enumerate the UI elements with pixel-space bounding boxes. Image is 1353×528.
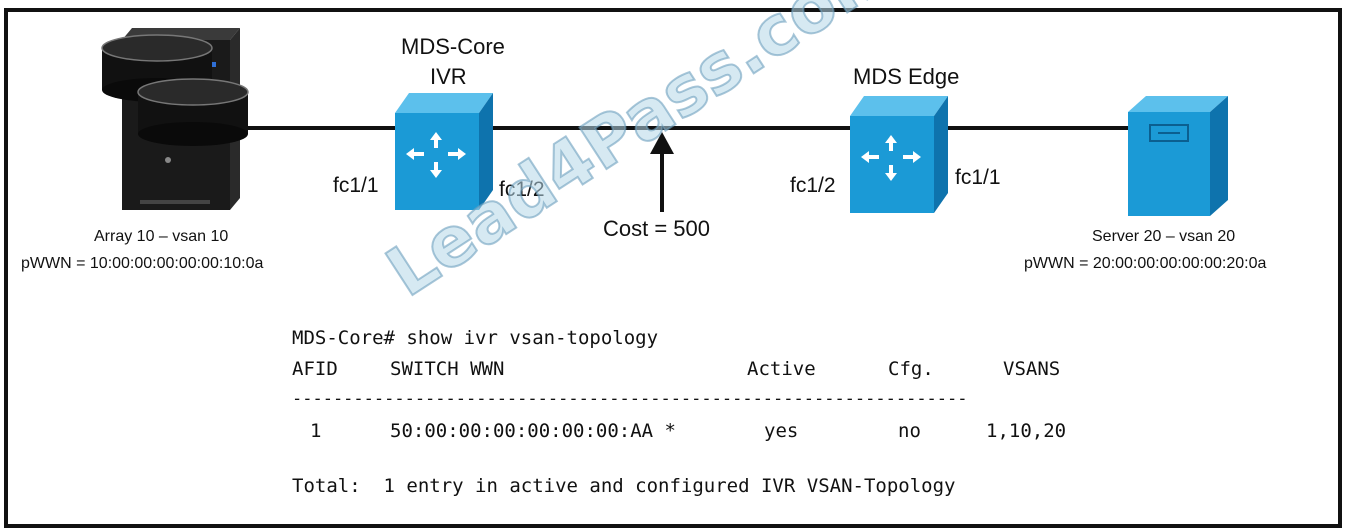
server-caption: Server 20 – vsan 20 (1092, 228, 1236, 245)
edge-port-fc1-1: fc1/1 (955, 166, 1001, 189)
server-icon (1128, 96, 1228, 216)
cli-row-active: yes (764, 420, 799, 442)
cli-row-afid: 1 (310, 420, 322, 442)
server-pwwn: pWWN = 20:00:00:00:00:00:20:0a (1024, 255, 1267, 272)
cli-row-switch-wwn: 50:00:00:00:00:00:00:AA * (390, 420, 676, 442)
cli-header-switch-wwn: SWITCH WWN (390, 358, 505, 380)
cli-header-afid: AFID (292, 358, 338, 380)
topology-diagram (101, 28, 1228, 216)
edge-port-fc1-2: fc1/2 (790, 174, 836, 197)
cli-header-active: Active (747, 358, 816, 380)
cli-header-cfg: Cfg. (888, 358, 934, 380)
cli-separator: ----------------------------------------… (292, 389, 968, 409)
cli-header-vsans: VSANS (1003, 358, 1061, 380)
core-port-fc1-1: fc1/1 (333, 174, 379, 197)
mds-core-label: MDS-Core (401, 34, 505, 59)
cli-prompt: MDS-Core# show ivr vsan-topology (292, 327, 659, 349)
mds-edge-label: MDS Edge (853, 64, 960, 89)
mds-core-switch-icon (395, 93, 493, 210)
link-cost-label: Cost = 500 (603, 216, 711, 241)
mds-edge-switch-icon (850, 96, 948, 213)
cli-row-cfg: no (898, 420, 921, 442)
array-pwwn: pWWN = 10:00:00:00:00:00:10:0a (21, 255, 264, 272)
array-caption: Array 10 – vsan 10 (94, 228, 229, 245)
storage-array-icon (101, 28, 249, 210)
cost-arrow-icon (650, 132, 674, 212)
mds-core-ivr-label: IVR (430, 64, 467, 89)
cli-row-vsans: 1,10,20 (986, 420, 1067, 442)
cli-total: Total: 1 entry in active and configured … (292, 475, 956, 497)
core-port-fc1-2: fc1/2 (499, 178, 545, 201)
